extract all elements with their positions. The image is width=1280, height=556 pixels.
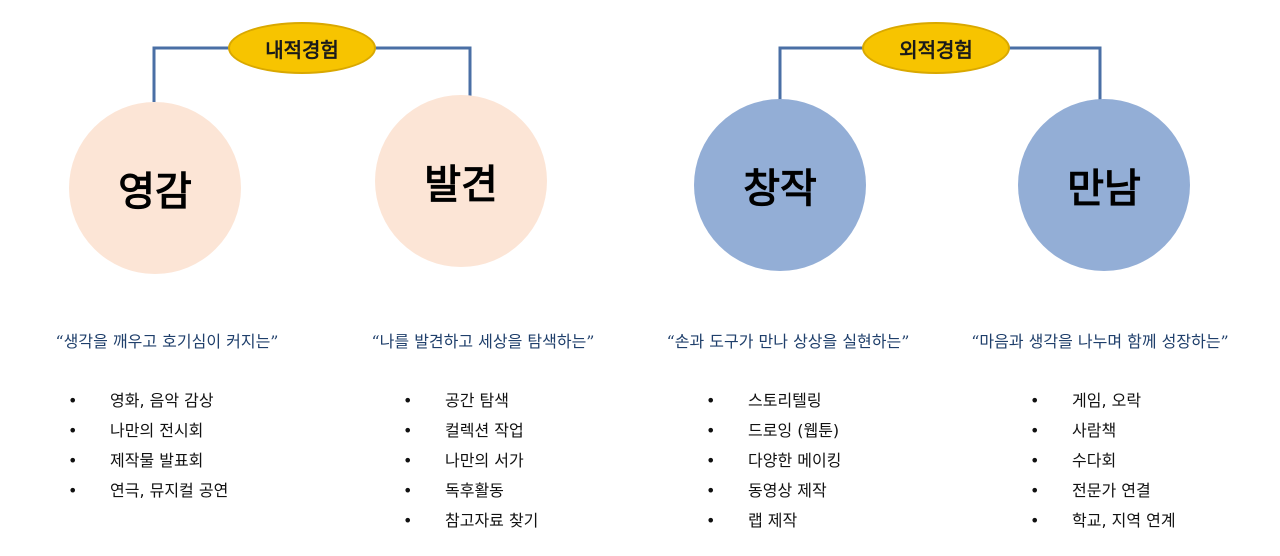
group-label-outer-experience: 외적경험 [862,22,1010,74]
list-item: 참고자료 찾기 [403,506,538,536]
list-item: 학교, 지역 연계 [1030,506,1176,536]
circle-inspiration: 영감 [69,102,241,274]
list-item: 연극, 뮤지컬 공연 [68,476,228,506]
list-item: 수다회 [1030,446,1176,476]
list-item: 영화, 음악 감상 [68,386,228,416]
circle-creation: 창작 [694,99,866,271]
quote-inspiration: “생각을 깨우고 호기심이 커지는” [55,332,279,351]
list-item: 제작물 발표회 [68,446,228,476]
list-item: 전문가 연결 [1030,476,1176,506]
list-item: 게임, 오락 [1030,386,1176,416]
list-item: 스토리텔링 [706,386,841,416]
list-item: 공간 탐색 [403,386,538,416]
list-item: 나만의 서가 [403,446,538,476]
quote-creation: “손과 도구가 만나 상상을 실현하는” [666,332,910,351]
list-item: 사람책 [1030,416,1176,446]
list-item: 독후활동 [403,476,538,506]
group-label-inner-experience: 내적경험 [228,22,376,74]
list-meeting: 게임, 오락 사람책 수다회 전문가 연결 학교, 지역 연계 [1030,386,1176,536]
list-item: 동영상 제작 [706,476,841,506]
quote-meeting: “마음과 생각을 나누며 함께 성장하는” [971,332,1229,351]
list-discovery: 공간 탐색 컬렉션 작업 나만의 서가 독후활동 참고자료 찾기 [403,386,538,536]
quote-discovery: “나를 발견하고 세상을 탐색하는” [371,332,595,351]
list-item: 랩 제작 [706,506,841,536]
list-item: 다양한 메이킹 [706,446,841,476]
list-item: 컬렉션 작업 [403,416,538,446]
circle-meeting: 만남 [1018,99,1190,271]
list-item: 드로잉 (웹툰) [706,416,841,446]
list-item: 나만의 전시회 [68,416,228,446]
list-inspiration: 영화, 음악 감상 나만의 전시회 제작물 발표회 연극, 뮤지컬 공연 [68,386,228,506]
circle-discovery: 발견 [375,95,547,267]
list-creation: 스토리텔링 드로잉 (웹툰) 다양한 메이킹 동영상 제작 랩 제작 [706,386,841,536]
